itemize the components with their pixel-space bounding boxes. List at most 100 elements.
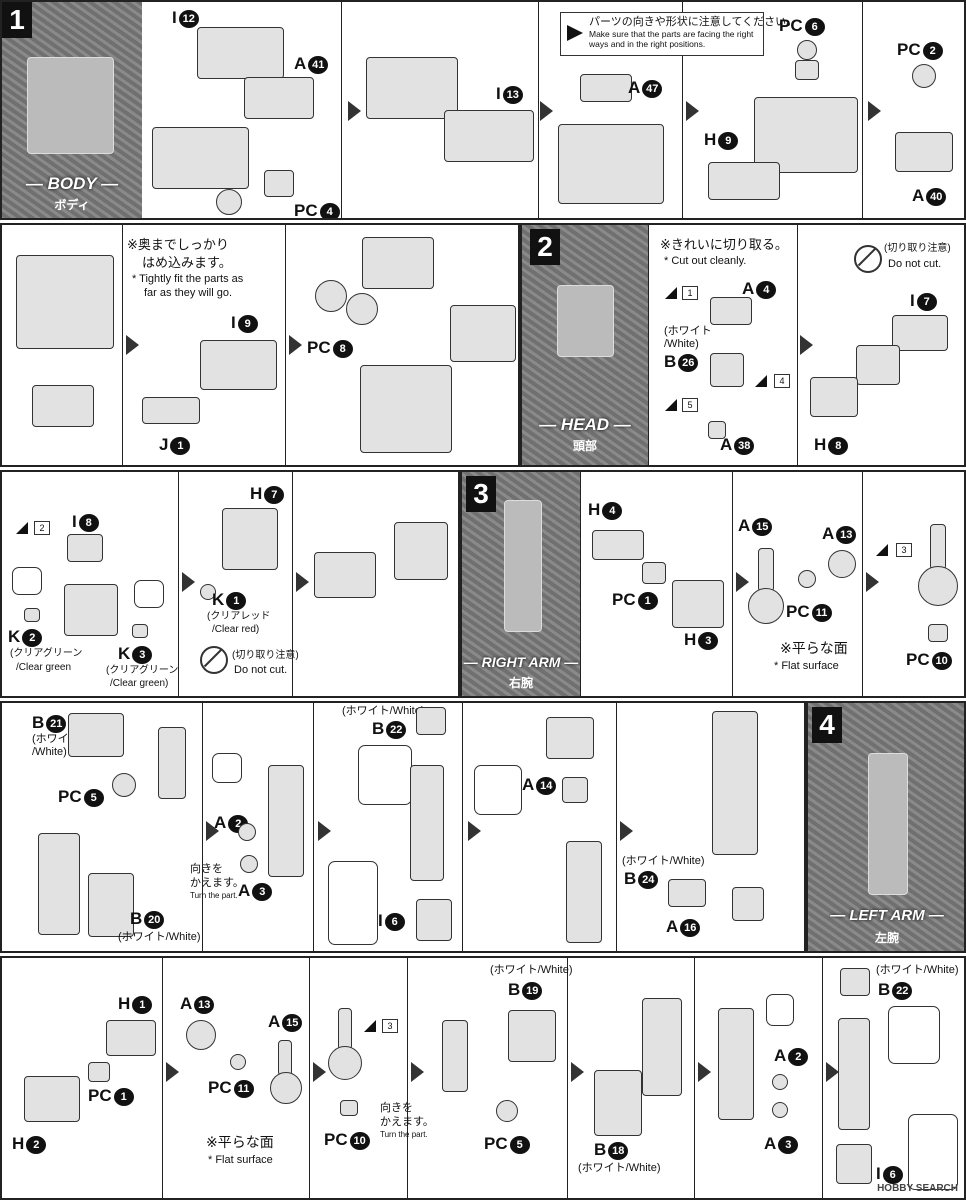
right-arm-photo-subtitle: 右腕: [508, 676, 533, 690]
part-arm-with-b22: [838, 1018, 870, 1130]
divider: [407, 958, 408, 1198]
part-pc2-stand: [32, 385, 94, 427]
next-arrow: [411, 1062, 424, 1082]
right-arm-photo-title: — RIGHT ARM —: [463, 654, 579, 670]
detail-zoom: [766, 994, 794, 1026]
part-pc6-stem: [795, 60, 819, 80]
part-pc8-a: [315, 280, 347, 312]
detail-zoom: [888, 1006, 940, 1064]
white-note-en: /White): [32, 746, 67, 758]
part-a13: [828, 550, 856, 578]
divider: [162, 958, 163, 1198]
flat-surface-note-en: * Flat surface: [774, 660, 839, 672]
do-not-cut-note-en: Do not cut.: [888, 258, 942, 270]
step-number: 2: [530, 229, 560, 265]
divider: [694, 958, 695, 1198]
part-pc4-a: [264, 170, 294, 197]
part-b20: [88, 873, 134, 937]
part-pc5: [112, 773, 136, 797]
detail-zoom: [474, 765, 522, 815]
part-arm-with-b22: [410, 765, 444, 881]
part-a15-joint: [270, 1072, 302, 1104]
left-arm-photo: — LEFT ARM — 左腕: [808, 703, 964, 951]
divider: [122, 225, 123, 465]
part-i6: [836, 1144, 872, 1184]
notice-box: パーツの向きや形状に注意してください。 Make sure that the p…: [560, 12, 797, 56]
part-a15-joint: [748, 588, 784, 624]
next-arrow: [318, 821, 331, 841]
part-a47: [580, 74, 632, 102]
part-head-frame: [856, 345, 900, 385]
part-h7: [222, 508, 278, 570]
next-arrow: [620, 821, 633, 841]
part-pc4-b: [216, 189, 242, 215]
left-arm-photo-title: — LEFT ARM —: [830, 907, 944, 924]
body-photo-subtitle: ボディ: [54, 198, 90, 212]
white-note-jp: (ホワイト: [32, 733, 80, 745]
part-k1: [200, 584, 216, 600]
tight-fit-note-en2: far as they will go.: [144, 287, 233, 299]
part-a2: [772, 1074, 788, 1090]
next-arrow: [868, 101, 881, 121]
watermark: HOBBY SEARCH: [877, 1183, 958, 1194]
part-i9: [200, 340, 277, 390]
next-arrow: [866, 572, 879, 592]
flat-surface-note-jp: ※平らな面: [206, 1134, 274, 1150]
divider: [567, 958, 568, 1198]
divider: [202, 703, 203, 951]
part-body-lower: [360, 365, 452, 453]
white-note-jp: (ホワイト: [664, 325, 712, 337]
notice-text-en: Make sure that the parts are facing the …: [589, 29, 754, 49]
part-body-upper: [366, 57, 458, 119]
part-a38: [708, 421, 726, 439]
part-pc8-b: [346, 293, 378, 325]
next-arrow: [166, 1062, 179, 1082]
notice-text-jp: パーツの向きや形状に注意してください。: [589, 16, 798, 28]
part-pc10: [928, 624, 948, 642]
part-a41: [244, 77, 314, 119]
next-arrow: [206, 821, 219, 841]
cut-clean-note-jp: ※きれいに切り取る。: [660, 237, 788, 252]
gate-tag: 5: [682, 398, 698, 412]
part-h2: [24, 1076, 80, 1122]
divider: [285, 225, 286, 465]
gate-tag: 2: [34, 521, 50, 535]
white-note-b19: (ホワイト/White): [490, 964, 573, 976]
part-j1: [142, 397, 200, 424]
next-arrow: [182, 572, 195, 592]
divider: [732, 472, 733, 696]
clear-green-note-en: /Clear green: [16, 662, 72, 673]
part-a15-shaft: [758, 548, 774, 592]
do-not-cut-icon: [854, 245, 882, 273]
part-pc2: [912, 64, 936, 88]
divider: [822, 958, 823, 1198]
